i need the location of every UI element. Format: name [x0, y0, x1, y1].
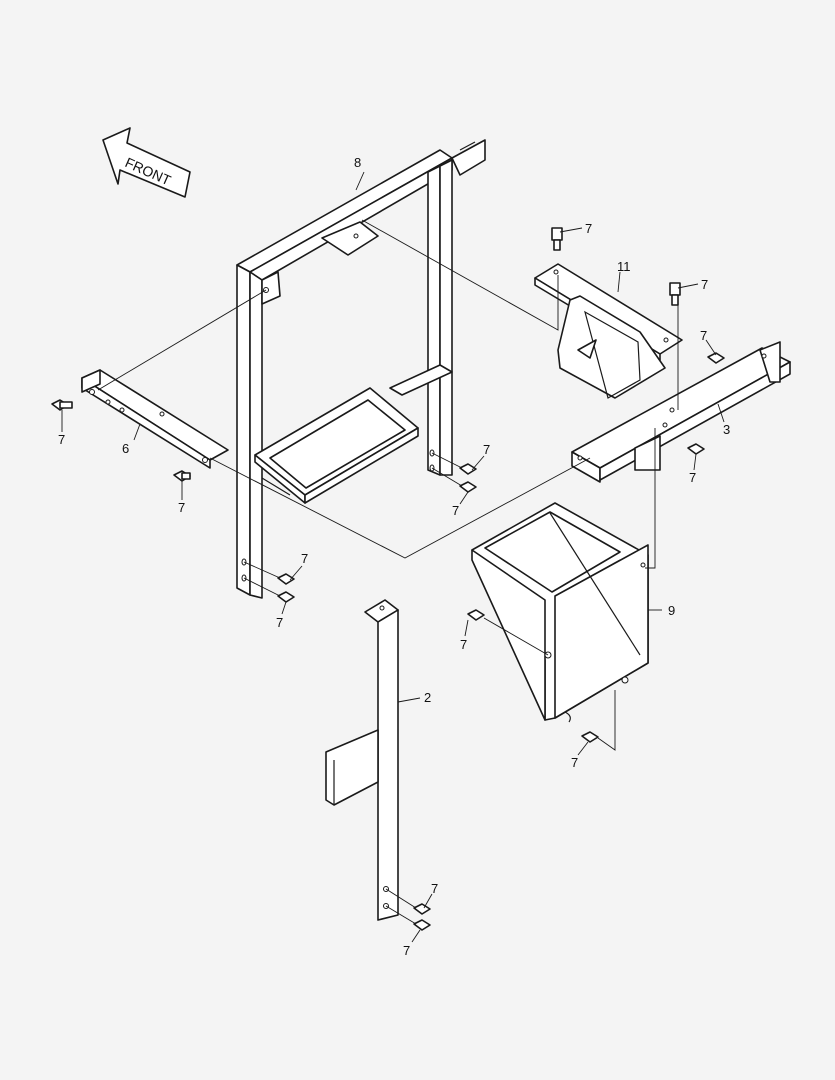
bolt-icon: [277, 573, 295, 585]
bolt-icon: [467, 609, 485, 621]
bolt-icon: [707, 352, 725, 364]
callout-9: 9: [668, 603, 675, 618]
rail-part-3: [571, 341, 791, 483]
callout-7: 7: [431, 881, 438, 896]
bolt-icon: [413, 919, 431, 931]
stay-part-2: [325, 599, 399, 921]
bracket-part-6: [81, 369, 229, 469]
bolt-icon: [687, 443, 705, 455]
bolt-group: [51, 227, 725, 931]
callout-6: 6: [122, 441, 129, 456]
callout-7: 7: [276, 615, 283, 630]
callout-11: 11: [617, 259, 631, 274]
callout-labels: 8 11 3 6 9 2 7 7 7 7 7 7 7 7 7 7 7 7 7 7: [58, 155, 730, 958]
callout-7: 7: [301, 551, 308, 566]
leader-lines: [61, 171, 725, 943]
bolt-icon: [459, 463, 477, 475]
callout-7: 7: [700, 328, 707, 343]
callout-7: 7: [483, 442, 490, 457]
bolt-icon: [173, 470, 191, 482]
frame-part-8: [236, 139, 486, 599]
bolt-icon: [669, 282, 681, 306]
bolt-icon: [459, 481, 477, 493]
bracket-part-11: [534, 263, 683, 399]
callout-7: 7: [178, 500, 185, 515]
bolt-icon: [413, 903, 431, 915]
callout-7: 7: [452, 503, 459, 518]
bolt-icon: [277, 591, 295, 603]
cover-part-9: [471, 502, 649, 723]
callout-7: 7: [58, 432, 65, 447]
callout-7: 7: [460, 637, 467, 652]
callout-7: 7: [571, 755, 578, 770]
callout-7: 7: [403, 943, 410, 958]
callout-8: 8: [354, 155, 361, 170]
callout-7: 7: [701, 277, 708, 292]
callout-7: 7: [585, 221, 592, 236]
bolt-icon: [51, 399, 73, 411]
bolt-icon: [581, 731, 599, 743]
bolt-icon: [551, 227, 563, 251]
callout-3: 3: [723, 422, 730, 437]
callout-2: 2: [424, 690, 431, 705]
callout-7: 7: [689, 470, 696, 485]
front-arrow: FRONT: [102, 127, 191, 198]
